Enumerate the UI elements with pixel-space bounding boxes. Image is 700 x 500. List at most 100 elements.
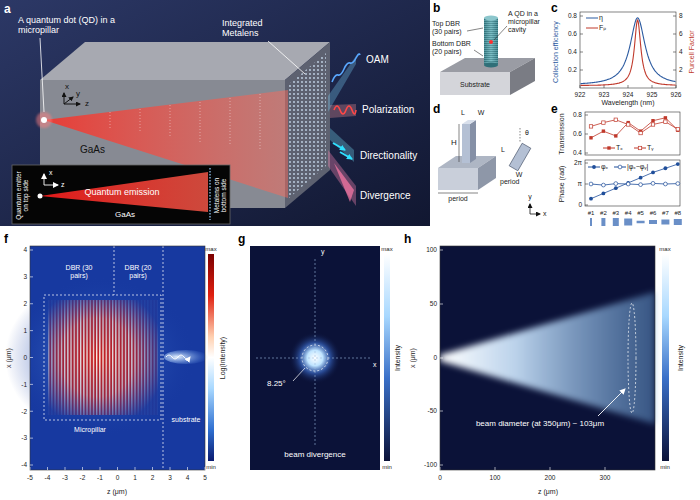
tick-label: 0: [23, 354, 27, 361]
callout-label: A QD in a micropillar cavity: [508, 10, 548, 34]
colorbar-title: Intensity: [394, 345, 402, 371]
tick-label: 2π: [574, 159, 582, 166]
data-marker: [664, 116, 667, 119]
tick-mark: [585, 115, 588, 116]
micropillar-illustration-part: [484, 16, 498, 21]
tick-label: 4: [23, 246, 27, 253]
meta-atom-icon: [649, 220, 657, 224]
legend-text: φₓ: [601, 163, 608, 171]
axis-label: z: [85, 99, 89, 108]
panel-letter: h: [404, 233, 411, 247]
tick-mark: [550, 467, 551, 470]
tick-mark: [585, 184, 588, 185]
region-label: Micropillar: [74, 426, 106, 434]
tick-mark: [673, 34, 676, 35]
axis-label: x: [373, 361, 377, 369]
panel-a-illustration-part: [333, 143, 345, 150]
tick-mark: [652, 85, 653, 88]
panel-a-illustration-part: [330, 104, 356, 118]
tick-label: 923: [599, 91, 610, 98]
data-marker: [651, 181, 655, 185]
panel-a-illustration-part: [334, 163, 354, 202]
callout-label: Integrated Metalens: [222, 18, 284, 39]
tick-mark: [440, 250, 443, 251]
colorbar-label: max: [659, 246, 670, 253]
colorbar-title: Log(Intensity): [219, 337, 227, 379]
tick-label: 0: [116, 474, 120, 481]
meta-atom-icon: [601, 218, 605, 226]
tick-label: #6: [650, 210, 657, 217]
panel-a-illustration-part: [38, 194, 43, 199]
meta-atom-icon: [661, 220, 669, 225]
nanopillar-illustration-part: [478, 156, 496, 190]
legend-item: Fₚ: [586, 24, 606, 32]
tick-label: 0.6: [568, 30, 577, 37]
panel-a-illustration-part: [332, 54, 360, 82]
dimension-label: L: [501, 146, 505, 154]
legend-text: Fₚ: [599, 24, 606, 32]
beam-propagation-h: [440, 246, 669, 470]
legend-sample: [634, 144, 646, 152]
beam-propagation-h-part: [440, 292, 655, 424]
beam-profile-g-part: [315, 259, 316, 445]
tick-label: #2: [600, 210, 607, 217]
meta-atom-icon: [624, 219, 632, 226]
meta-atom-icon: [613, 218, 619, 226]
tick-label: #7: [662, 210, 669, 217]
plot-c-frame: [580, 12, 676, 88]
tick-label: 0: [433, 354, 437, 361]
tick-mark: [187, 467, 188, 470]
legend-sample-line: [586, 27, 598, 28]
panel-a-illustration-part: [40, 172, 208, 212]
panel-a-illustration-part: [40, 38, 44, 112]
field-map-f-part: [163, 246, 164, 470]
data-marker: [614, 134, 617, 137]
tick-label: 0.2: [568, 66, 577, 73]
panel-a-illustration: [0, 0, 430, 226]
tick-label: #5: [637, 210, 644, 217]
axis-label: x: [65, 82, 69, 91]
plot-c-frame-part: [580, 12, 676, 88]
axis-label: y: [321, 248, 325, 256]
tick-label: π: [578, 180, 583, 187]
data-marker: [614, 182, 618, 186]
tick-mark: [117, 467, 118, 470]
data-marker: [651, 123, 654, 126]
beam-propagation-h-part: [440, 246, 655, 470]
tick-label: 3: [23, 273, 27, 280]
tick-mark: [30, 438, 33, 439]
micropillar-illustration-part: [474, 50, 483, 56]
field-map-f: [5, 246, 214, 470]
tick-label: -1: [97, 474, 103, 481]
tick-label: 0.8: [568, 12, 577, 19]
tick-label: 8: [679, 12, 683, 19]
data-marker: [676, 128, 679, 131]
axis-title: Phase (rad): [558, 166, 566, 203]
tick-mark: [580, 16, 583, 17]
legend-text: Tᵧ: [647, 144, 654, 152]
micropillar-illustration-part: [467, 28, 483, 31]
nanopillar-illustration: [438, 120, 540, 214]
nanopillar-illustration-part: [530, 214, 540, 215]
tick-label: 1: [23, 327, 27, 334]
panel-letter: a: [4, 3, 11, 17]
tick-mark: [30, 465, 33, 466]
tick-label: #1: [588, 210, 595, 217]
tick-label: -3: [62, 474, 68, 481]
beam-propagation-h-part: [440, 246, 655, 470]
micropillar-illustration-part: [484, 63, 498, 68]
plot-e-frame-part: [585, 160, 680, 206]
legend-sample-line: [586, 17, 598, 18]
tick-label: 5: [203, 474, 207, 481]
panel-a-illustration-part: [0, 0, 430, 226]
tick-label: -100: [424, 461, 437, 468]
tick-label: 2: [23, 300, 27, 307]
axis-label: z: [61, 181, 65, 189]
panel-letter: c: [551, 2, 558, 16]
nanopillar-illustration-part: [530, 204, 531, 214]
tick-mark: [30, 303, 33, 304]
field-map-f-part: [5, 277, 195, 437]
inset-label: Quantum emitter on top side: [15, 167, 30, 223]
angle-label: 8.25°: [267, 379, 286, 388]
